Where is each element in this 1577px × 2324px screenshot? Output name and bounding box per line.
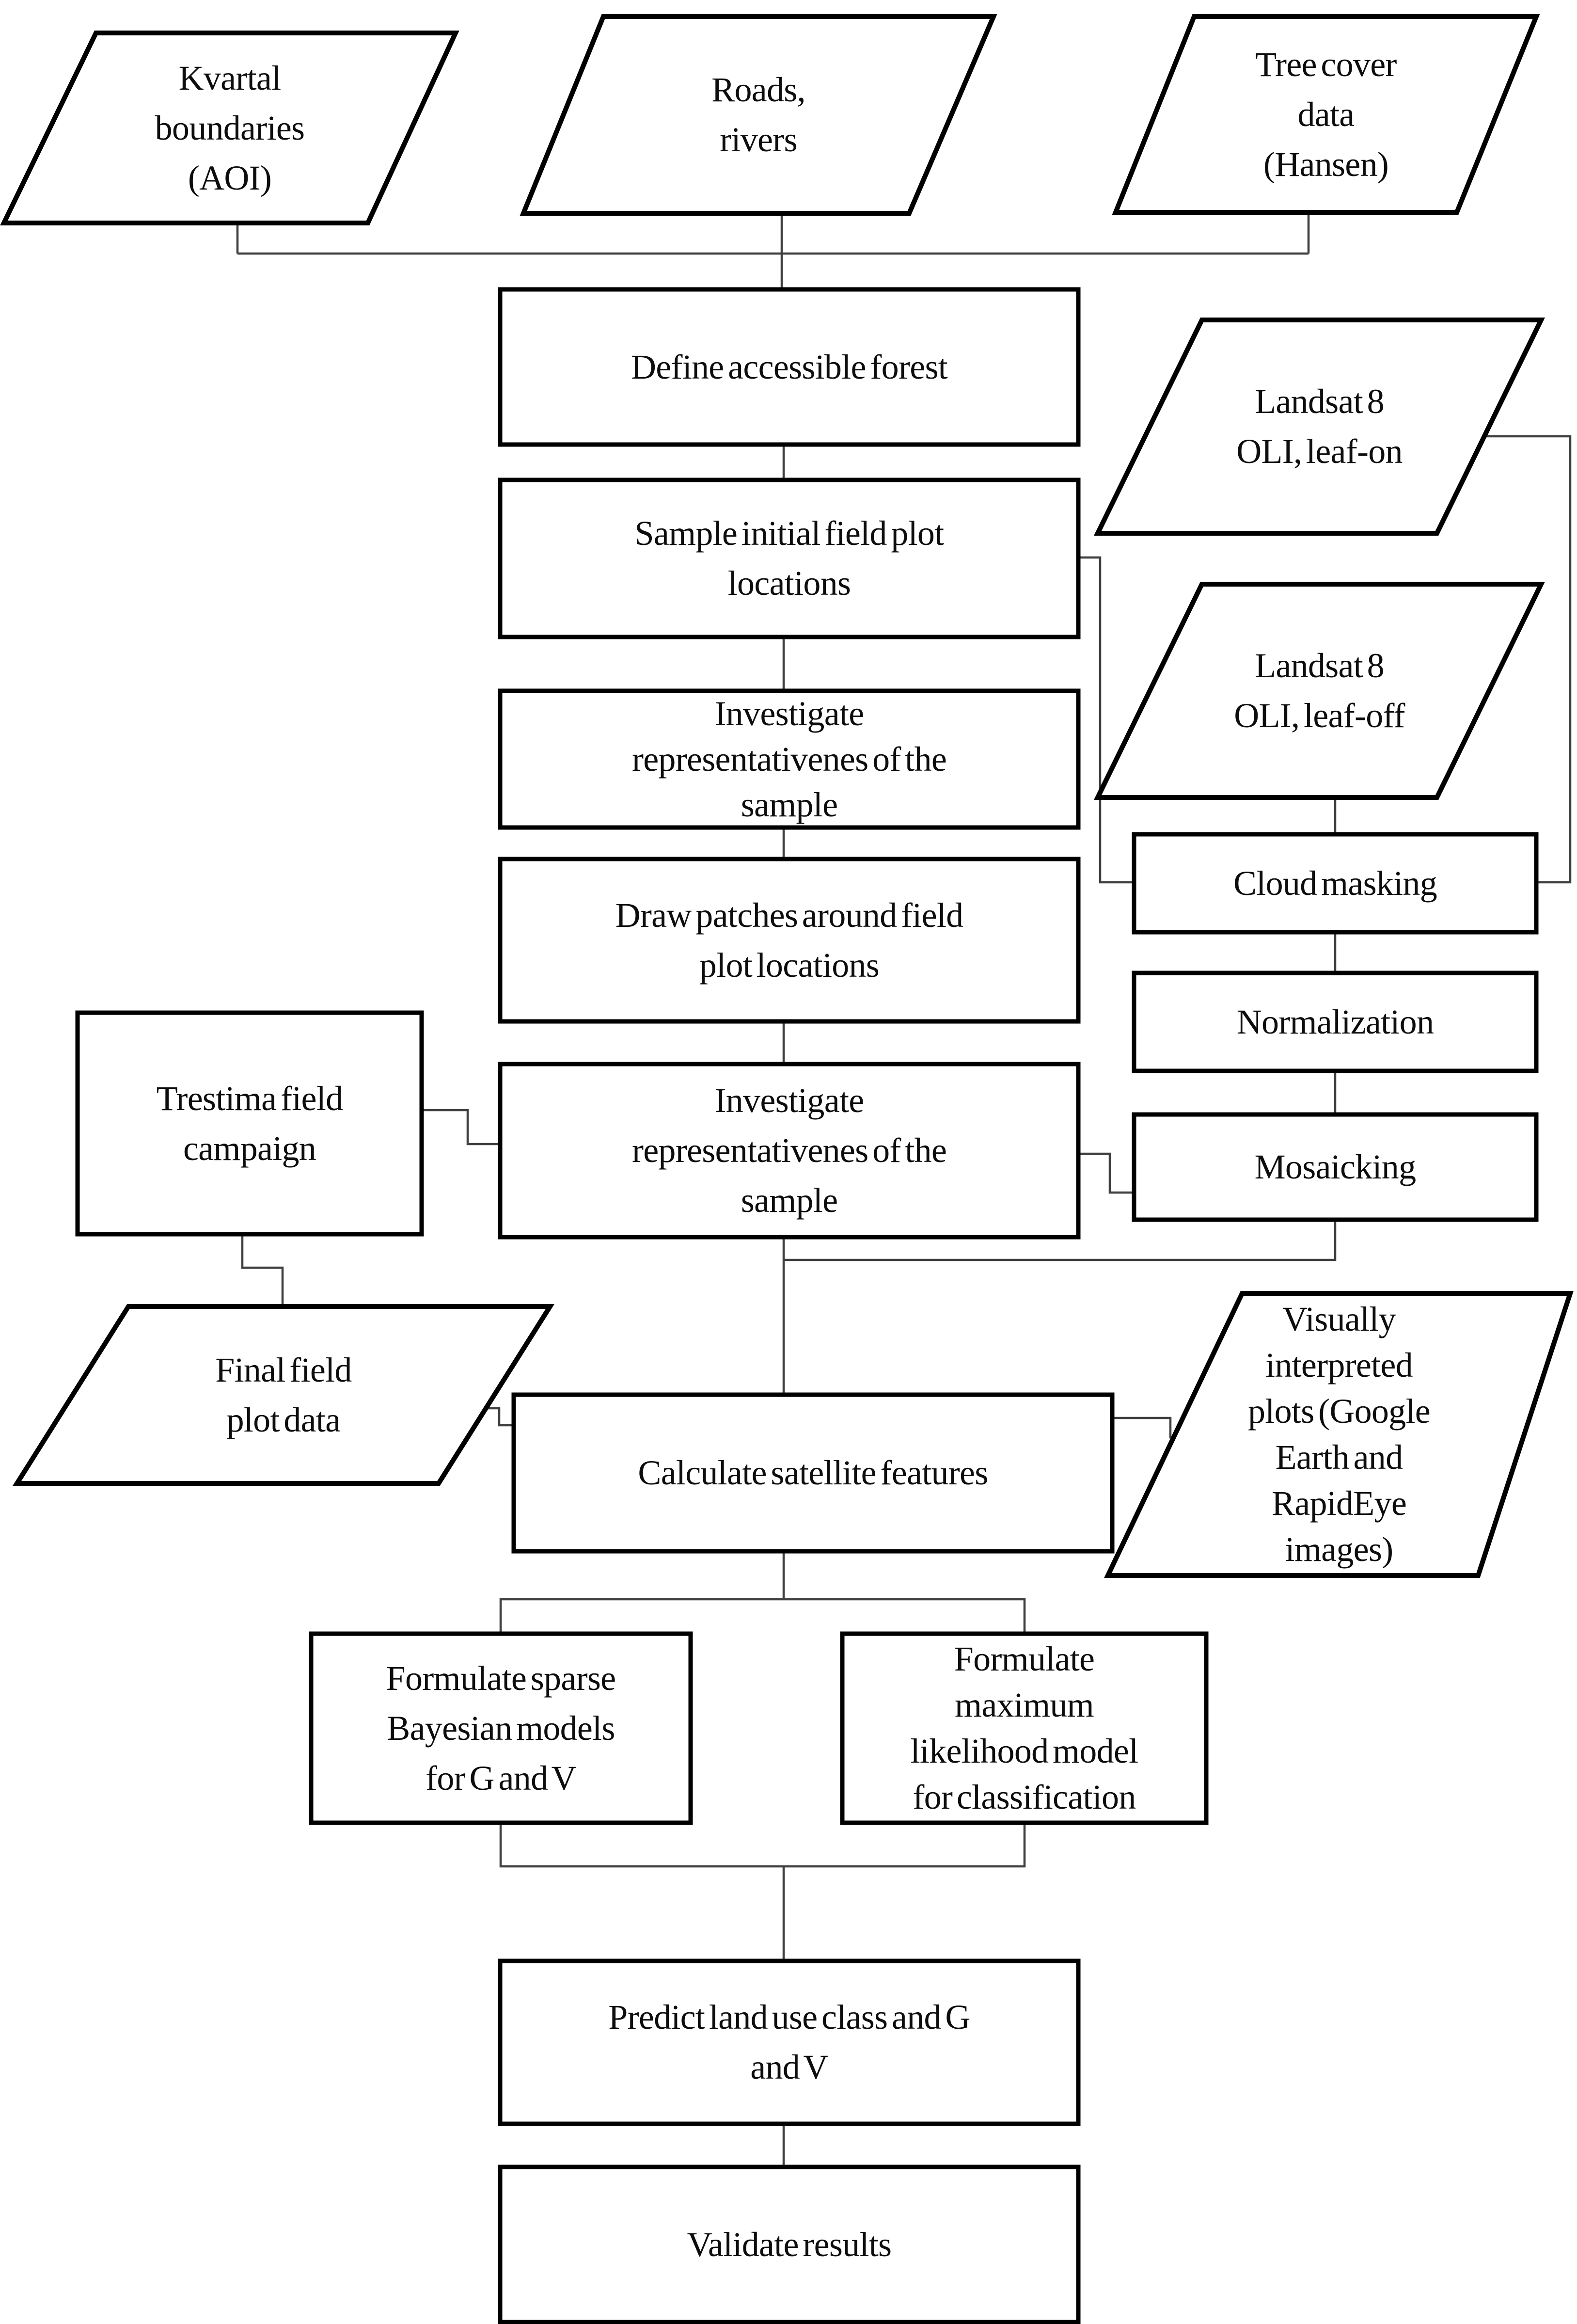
connector-trestima-investigate2 — [422, 1109, 500, 1146]
connector-trestima-finalfield — [241, 1234, 284, 1306]
kvartal-parallelogram — [0, 31, 459, 225]
bayesian-box — [309, 1631, 693, 1825]
connector-sample-cloud — [1078, 556, 1134, 884]
leafoff-parallelogram — [1093, 582, 1545, 800]
maxlikelihood-box — [840, 1631, 1209, 1825]
connector-finalfield-calculate — [486, 1407, 514, 1427]
validate-box — [498, 2165, 1081, 2324]
calculate-box — [511, 1392, 1115, 1554]
leafon-parallelogram — [1093, 318, 1545, 536]
cloud-box — [1132, 832, 1539, 935]
connector-merge-line — [499, 1823, 1026, 1868]
tree-parallelogram — [1112, 14, 1540, 215]
roads-parallelogram — [520, 14, 997, 216]
connector-mosaicking-calculate — [784, 1220, 1337, 1261]
visually-parallelogram — [1104, 1291, 1574, 1578]
finalfield-parallelogram — [12, 1304, 555, 1486]
mosaicking-box — [1132, 1112, 1539, 1222]
connector-investigate2-mosaicking — [1078, 1152, 1134, 1194]
draw-box — [498, 857, 1081, 1024]
connector-split-line — [499, 1598, 1026, 1634]
trestima-box — [75, 1010, 424, 1237]
define-box — [498, 287, 1081, 447]
normalization-box — [1132, 971, 1539, 1073]
sample-box — [498, 478, 1081, 639]
investigate1-box — [498, 688, 1081, 830]
predict-box — [498, 1958, 1081, 2126]
connector-leafon-cloud — [1484, 435, 1572, 884]
investigate2-box — [498, 1062, 1081, 1240]
